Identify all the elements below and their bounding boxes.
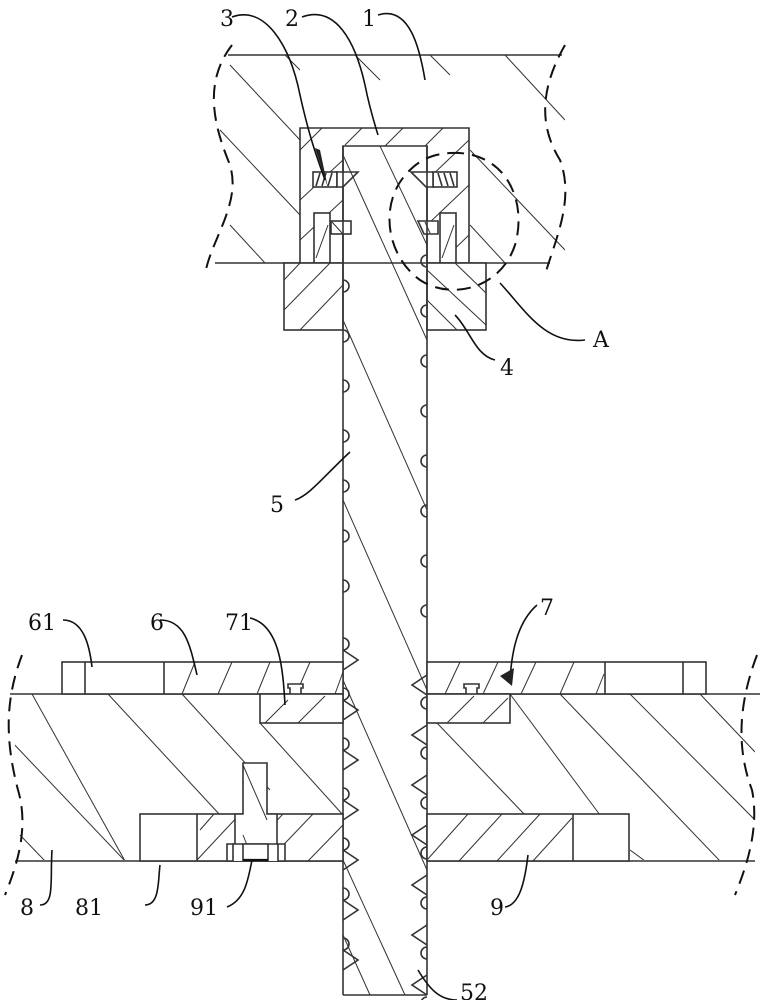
- thread-tooth: [342, 837, 350, 851]
- thread-tooth: [342, 279, 350, 293]
- thread-tooth: [420, 896, 428, 910]
- lower-plate-right: [426, 813, 630, 862]
- threaded-shaft: [342, 145, 428, 1000]
- thread-tooth: [342, 329, 350, 343]
- label-8: 8: [20, 896, 34, 921]
- thread-tooth: [420, 554, 428, 568]
- label-9: 9: [490, 896, 504, 921]
- thread-tooth: [420, 746, 428, 760]
- top-plate-left: [61, 661, 344, 695]
- thread-tooth: [342, 849, 360, 871]
- label-61: 61: [28, 611, 56, 636]
- thread-tooth: [342, 749, 360, 771]
- thread-tooth: [342, 379, 350, 393]
- thread-tooth: [342, 949, 360, 971]
- thread-tooth: [420, 254, 428, 268]
- thread-tooth: [342, 579, 350, 593]
- thread-tooth: [342, 737, 350, 751]
- thread-tooth: [342, 649, 360, 671]
- label-7: 7: [540, 596, 554, 621]
- detail-circle-a: [388, 151, 520, 291]
- thread-tooth: [342, 899, 360, 921]
- label-91: 91: [190, 896, 218, 921]
- thread-tooth: [342, 799, 360, 821]
- t-slot-block-left: [259, 693, 344, 724]
- thread-tooth: [342, 787, 350, 801]
- upper-collar: [283, 262, 487, 331]
- thread-tooth: [342, 699, 360, 721]
- thread-tooth: [410, 724, 428, 746]
- thread-tooth: [410, 774, 428, 796]
- thread-tooth: [342, 937, 350, 951]
- thread-tooth: [420, 796, 428, 810]
- thread-tooth: [420, 946, 428, 960]
- thread-tooth: [342, 687, 350, 701]
- thread-tooth: [420, 454, 428, 468]
- labels: 3 2 1 A 4 5 61 6 71 7 8 81 91 9 52: [20, 7, 610, 1000]
- thread-tooth: [420, 604, 428, 618]
- thread-tooth: [420, 304, 428, 318]
- thread-grooves: [342, 254, 428, 1000]
- label-1: 1: [362, 7, 376, 32]
- thread-tooth: [342, 429, 350, 443]
- label-71: 71: [225, 611, 253, 636]
- thread-tooth: [420, 404, 428, 418]
- thread-tooth: [342, 529, 350, 543]
- thread-tooth: [420, 504, 428, 518]
- label-a: A: [592, 328, 610, 353]
- leader-lines: [39, 12, 586, 1000]
- label-5: 5: [270, 493, 284, 518]
- thread-tooth: [410, 874, 428, 896]
- t-slot-block-right: [426, 693, 511, 724]
- thread-tooth: [410, 674, 428, 696]
- thread-tooth: [410, 824, 428, 846]
- label-4: 4: [500, 356, 514, 381]
- thread-tooth: [342, 479, 350, 493]
- label-52: 52: [460, 981, 488, 1000]
- label-81: 81: [75, 896, 103, 921]
- thread-tooth: [410, 974, 428, 996]
- thread-tooth: [342, 887, 350, 901]
- thread-tooth: [420, 996, 428, 1000]
- thread-tooth: [410, 924, 428, 946]
- thread-tooth: [420, 354, 428, 368]
- label-2: 2: [285, 7, 299, 32]
- thread-tooth: [420, 696, 428, 710]
- thread-tooth: [420, 846, 428, 860]
- label-6: 6: [150, 611, 164, 636]
- thread-tooth: [342, 637, 350, 651]
- label-3: 3: [220, 7, 234, 32]
- upper-body: [204, 44, 567, 276]
- t-pin: [226, 762, 286, 862]
- top-plate-right: [426, 661, 707, 695]
